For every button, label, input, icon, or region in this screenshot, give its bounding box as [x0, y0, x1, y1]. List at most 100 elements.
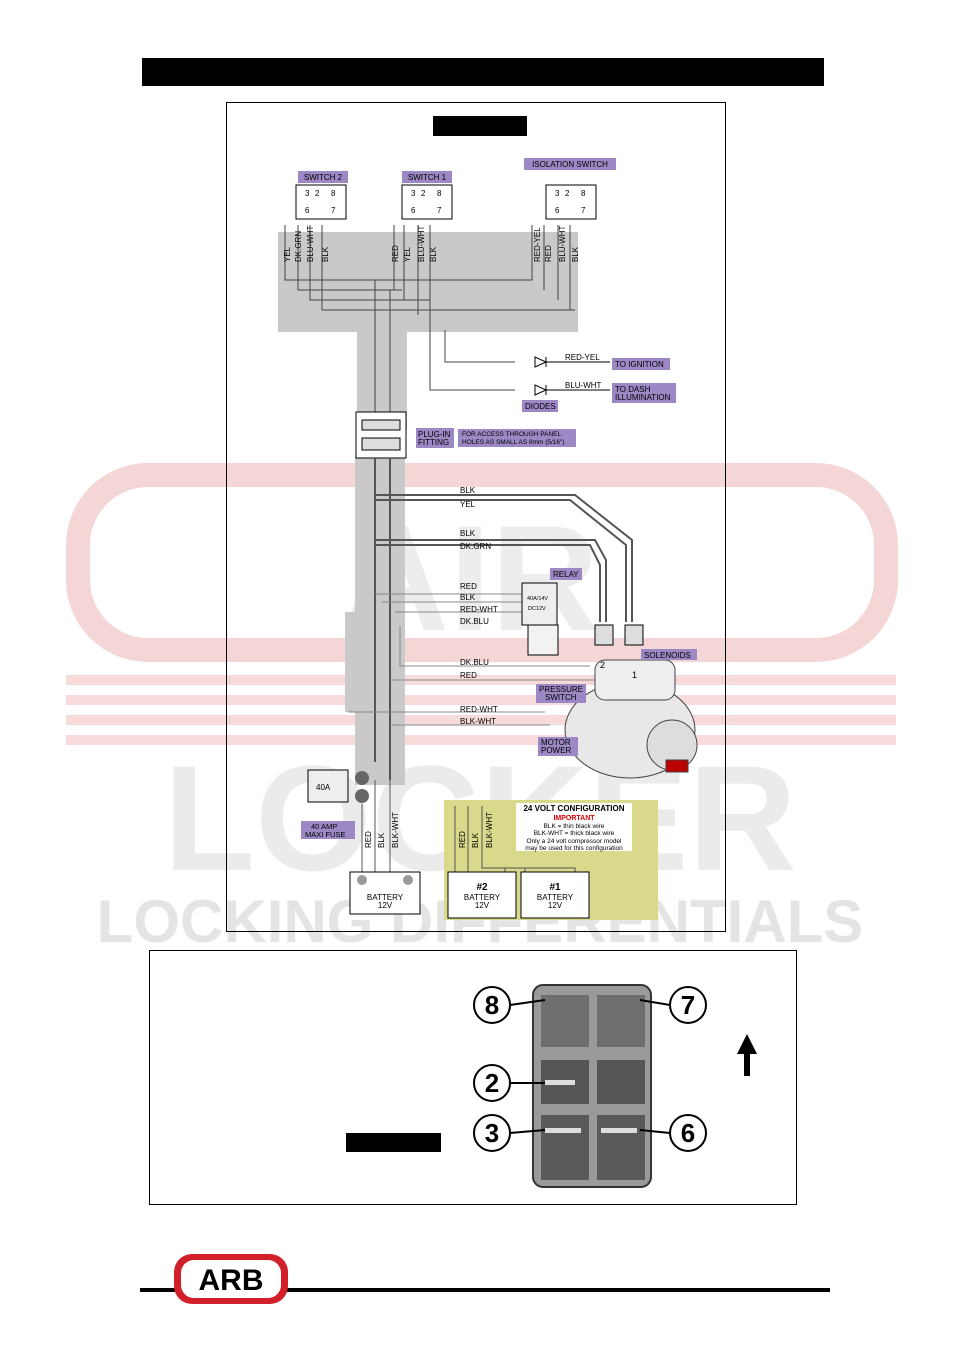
svg-text:BLU-WHT: BLU-WHT: [565, 381, 602, 390]
svg-text:RED: RED: [364, 831, 373, 848]
svg-text:BLK: BLK: [460, 593, 476, 602]
svg-text:BLU-WHT: BLU-WHT: [558, 225, 567, 262]
svg-text:BLK: BLK: [377, 832, 386, 848]
svg-text:40A: 40A: [316, 783, 331, 792]
svg-text:12V: 12V: [548, 901, 563, 910]
harness-labels: BLK YEL BLK DK.GRN RED BLK RED-WHT DK.BL…: [460, 486, 498, 726]
svg-text:BLK-WHT = thick black wire: BLK-WHT = thick black wire: [534, 830, 615, 837]
svg-text:6: 6: [305, 206, 310, 215]
svg-text:BLU-WHT: BLU-WHT: [417, 225, 426, 262]
svg-text:PRESSURE: PRESSURE: [539, 685, 583, 694]
svg-text:BATTERY: BATTERY: [367, 893, 404, 902]
solenoid-wires: [374, 458, 633, 780]
harness-bands: [278, 232, 578, 785]
switch-2: SWITCH 2: [295, 171, 348, 220]
svg-text:7: 7: [437, 206, 442, 215]
header-bar: [142, 58, 824, 86]
diode-ignition: RED-YEL TO IGNITION: [534, 353, 670, 370]
svg-text:BLK: BLK: [571, 246, 580, 262]
svg-text:ILLUMINATION: ILLUMINATION: [615, 393, 671, 402]
svg-text:HOLES AS SMALL AS 8mm (5/16"): HOLES AS SMALL AS 8mm (5/16"): [462, 439, 565, 446]
svg-text:3: 3: [485, 1118, 499, 1148]
isolation-switch-label: ISOLATION SWITCH: [532, 160, 608, 169]
svg-text:12V: 12V: [475, 901, 490, 910]
svg-text:RED: RED: [544, 245, 553, 262]
svg-text:7: 7: [331, 206, 336, 215]
svg-text:BLK-WHT: BLK-WHT: [391, 812, 400, 848]
svg-text:7: 7: [681, 990, 695, 1020]
svg-text:may be used for this configura: may be used for this configuration: [525, 845, 623, 852]
svg-text:8: 8: [437, 189, 442, 198]
svg-text:YEL: YEL: [403, 246, 412, 262]
svg-text:TO DASH: TO DASH: [615, 385, 651, 394]
svg-text:BLK-WHT: BLK-WHT: [485, 812, 494, 848]
svg-text:RED-YEL: RED-YEL: [533, 227, 542, 262]
svg-text:BLK: BLK: [321, 246, 330, 262]
svg-text:MOTOR: MOTOR: [541, 738, 571, 747]
svg-text:RED: RED: [458, 831, 467, 848]
svg-text:SWITCH: SWITCH: [545, 693, 577, 702]
svg-text:RED-WHT: RED-WHT: [460, 605, 498, 614]
battery-wire-labels: RED BLK BLK-WHT: [364, 812, 400, 848]
switch-wire-labels: YEL DK.GRN BLU-WHT BLK RED YEL BLU-WHT B…: [283, 225, 580, 262]
svg-text:BLK = thin black wire: BLK = thin black wire: [544, 823, 605, 830]
svg-text:SOLENOIDS: SOLENOIDS: [644, 651, 691, 660]
svg-text:3: 3: [305, 189, 310, 198]
svg-text:#2: #2: [476, 882, 488, 893]
pinout-label-block: [346, 1133, 441, 1152]
svg-text:RED-YEL: RED-YEL: [565, 353, 600, 362]
svg-text:40A/14V: 40A/14V: [527, 596, 548, 602]
svg-text:FITTING: FITTING: [418, 438, 449, 447]
switch-1-label: SWITCH 1: [408, 173, 447, 182]
battery: BATTERY 12V: [349, 871, 421, 915]
svg-text:RED: RED: [391, 245, 400, 262]
relay: 40A/14V DC12V RELAY: [521, 568, 582, 656]
svg-text:BLK: BLK: [429, 246, 438, 262]
pin-callouts: [473, 986, 707, 1152]
svg-text:BLK: BLK: [471, 832, 480, 848]
arb-logo-text: ARB: [199, 1264, 264, 1297]
up-arrow-icon: [737, 1034, 757, 1076]
svg-text:3: 3: [411, 189, 416, 198]
config-24v: 24 VOLT CONFIGURATION IMPORTANT BLK = th…: [444, 800, 658, 920]
svg-text:PLUG-IN: PLUG-IN: [418, 430, 451, 439]
svg-text:YEL: YEL: [283, 246, 292, 262]
switch-pinout-frame: [149, 950, 797, 1205]
svg-text:6: 6: [411, 206, 416, 215]
maxi-fuse: 40A 40 AMP MAXI FUSE: [301, 769, 369, 839]
svg-text:RED-WHT: RED-WHT: [460, 705, 498, 714]
svg-text:2: 2: [600, 660, 605, 670]
svg-text:3: 3: [555, 189, 560, 198]
svg-text:1: 1: [632, 670, 637, 680]
svg-text:TO IGNITION: TO IGNITION: [615, 360, 664, 369]
svg-text:7: 7: [581, 206, 586, 215]
switch-2-label: SWITCH 2: [304, 173, 343, 182]
svg-text:6: 6: [681, 1118, 695, 1148]
svg-text:DK.GRN: DK.GRN: [460, 542, 491, 551]
svg-text:DK.GRN: DK.GRN: [294, 231, 303, 262]
svg-text:8: 8: [331, 189, 336, 198]
svg-text:2: 2: [565, 189, 570, 198]
svg-text:Only a 24 volt compressor mode: Only a 24 volt compressor model: [526, 838, 622, 845]
svg-text:2: 2: [485, 1068, 499, 1098]
compressor: 2 1 SOLENOIDS PRESSURE SWITCH MOTOR POWE…: [536, 624, 698, 779]
svg-text:40 AMP: 40 AMP: [311, 822, 337, 831]
svg-text:DK.BLU: DK.BLU: [460, 617, 489, 626]
svg-text:BLU-WHT: BLU-WHT: [306, 225, 315, 262]
pin-numbers: 8 7 2 3 6: [485, 990, 695, 1148]
footer-rule: [140, 1288, 830, 1292]
svg-text:FOR ACCESS THROUGH PANEL: FOR ACCESS THROUGH PANEL: [462, 431, 561, 438]
svg-text:BLK: BLK: [460, 486, 476, 495]
svg-text:MAXI FUSE: MAXI FUSE: [305, 830, 345, 839]
svg-text:2: 2: [315, 189, 320, 198]
svg-text:RED: RED: [460, 671, 477, 680]
svg-text:8: 8: [485, 990, 499, 1020]
arb-logo: ARB: [174, 1254, 288, 1304]
svg-text:BLK-WHT: BLK-WHT: [460, 717, 496, 726]
plug-in-fitting: PLUG-IN FITTING FOR ACCESS THROUGH PANEL…: [355, 411, 576, 459]
svg-text:8: 8: [581, 189, 586, 198]
svg-text:24 VOLT CONFIGURATION: 24 VOLT CONFIGURATION: [523, 804, 624, 813]
switch-wires: [284, 225, 575, 455]
